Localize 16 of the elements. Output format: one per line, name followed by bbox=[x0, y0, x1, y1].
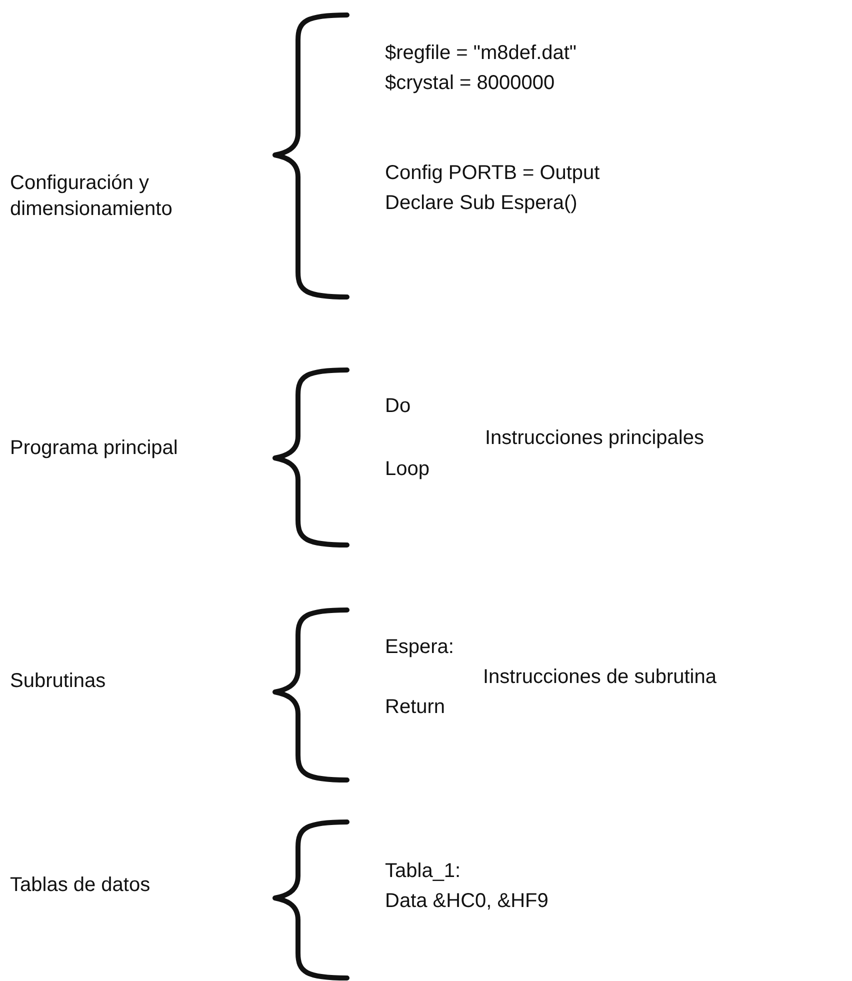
code-comment: Instrucciones de subrutina bbox=[483, 665, 716, 690]
code-line: Return bbox=[385, 695, 446, 720]
code-line: Declare Sub Espera() bbox=[385, 191, 578, 216]
code-line: Espera: bbox=[385, 635, 454, 660]
code-line: Data &HC0, &HF9 bbox=[385, 889, 548, 914]
code-comment: Instrucciones principales bbox=[485, 426, 704, 451]
code-line: Loop bbox=[385, 457, 430, 482]
section-heading: Programa principal bbox=[10, 436, 178, 461]
code-line: $crystal = 8000000 bbox=[385, 71, 555, 96]
code-line: Do bbox=[385, 394, 411, 419]
section-heading: Tablas de datos bbox=[10, 873, 150, 898]
section-heading: Configuración y dimensionamiento bbox=[10, 171, 174, 222]
code-line: Tabla_1: bbox=[385, 859, 461, 884]
section-heading: Subrutinas bbox=[10, 669, 106, 694]
code-line: Config PORTB = Output bbox=[385, 161, 600, 186]
code-line: $regfile = "m8def.dat" bbox=[385, 41, 577, 66]
